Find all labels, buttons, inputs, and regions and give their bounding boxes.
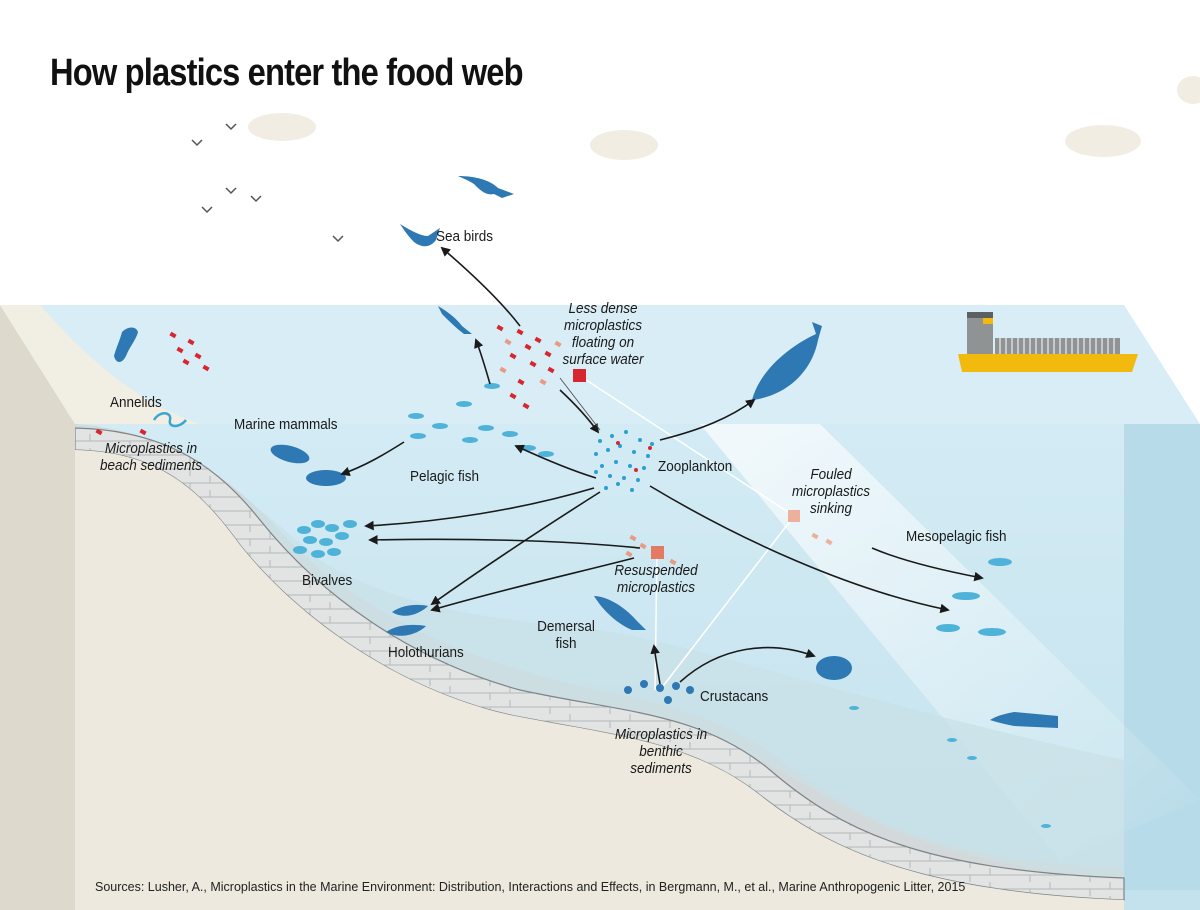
label-benthic-sediments: Microplastics in benthic sediments [614,726,708,777]
cloud [590,130,658,160]
bird-silhouette [225,187,237,195]
food-web-arrows [340,246,984,685]
arrow-resuspended-to-bivalves [368,535,641,549]
ship-chimney [967,312,993,318]
label-annelids: Annelids [110,394,162,411]
annelid-icon [152,412,187,428]
sea-bird-icon [400,224,440,247]
label-sea-birds: Sea birds [436,228,494,245]
label-marine-mammals: Marine mammals [234,416,338,433]
mid-shelf [75,424,1124,880]
arrow-to-turtle [679,646,816,683]
arrow-to-mesopelagic-fish [871,547,984,582]
page-title: How plastics enter the food web [50,52,524,94]
diving-bird-icon [438,306,472,334]
arrow-zooplankton-to-holothurians [430,491,601,606]
left-cliff [0,305,75,910]
bird-silhouette [201,206,213,214]
arrow-to-pelagic-fish [514,444,597,479]
clouds [248,76,1200,160]
arrow-to-demersal-fish [650,644,661,685]
ship-hull [958,354,1138,372]
arrow-zooplankton-to-bivalves [364,487,595,531]
seabed-strata-lines [75,428,1124,900]
land [75,450,1124,910]
arrow-to-whale [659,398,756,441]
floating-microplastics-marker [573,369,586,382]
seal-icon [270,444,310,464]
label-floating-microplastics: Less dense microplastics floating on sur… [562,300,644,368]
coastal-bird-icon [114,327,138,362]
label-resuspended-microplastics: Resuspended microplastics [614,562,698,596]
label-beach-sediments: Microplastics in beach sediments [99,440,203,474]
zooplankton-cloud [594,430,654,492]
bird-silhouette [332,235,344,243]
arrow-to-marine-mammals [340,441,405,477]
fouled-microplastics-marker [788,510,800,522]
arrow-floating-to-zooplankton [559,389,600,434]
source-citation: Sources: Lusher, A., Microplastics in th… [95,880,966,894]
label-zooplankton: Zooplankton [658,458,733,475]
small-fish [849,706,1051,828]
cloud [1065,125,1141,157]
resuspended-fragments [625,534,677,566]
cloud [1177,76,1200,104]
cloud [248,113,316,141]
whale-icon [752,322,822,400]
label-bivalves: Bivalves [302,572,353,589]
resuspended-microplastics-marker [651,546,664,559]
manatee-icon [306,470,346,486]
pathway-lines [579,375,795,691]
holothurian-icon [392,604,428,616]
demersal-fish-icon [594,596,646,630]
bird-silhouette [225,123,237,131]
arrow-resuspended-to-holothurians [430,557,635,613]
arrow-to-sea-birds [440,246,521,327]
bivalves-cluster [293,520,357,558]
bird-silhouette [191,139,203,147]
crustacans-cluster [624,680,694,704]
label-fouled-microplastics: Fouled microplastics sinking [791,466,871,517]
flying-bird-icon [458,176,514,198]
holothurian-icon [386,624,426,636]
label-crustacans: Crustacans [700,688,769,705]
squid-icon [990,712,1058,728]
animals [114,176,1058,828]
mesopelagic-fish-school [936,558,1012,636]
ship-containers [995,338,1120,354]
water-surface-top [0,305,1200,424]
arrow-zooplankton-to-mesopelagic [649,485,950,614]
turtle-icon [816,656,852,680]
distant-birds [191,123,344,243]
beach [0,305,200,424]
floating-microplastics [95,324,562,436]
label-mesopelagic-fish: Mesopelagic fish [906,528,1007,545]
bird-silhouette [250,195,262,203]
label-holothurians: Holothurians [388,644,464,661]
container-ship [958,312,1138,372]
label-demersal-fish: Demersal fish [537,618,595,652]
label-pelagic-fish: Pelagic fish [410,468,480,485]
fouled-fragments [811,532,833,546]
arrow-to-diving-bird [474,338,491,385]
